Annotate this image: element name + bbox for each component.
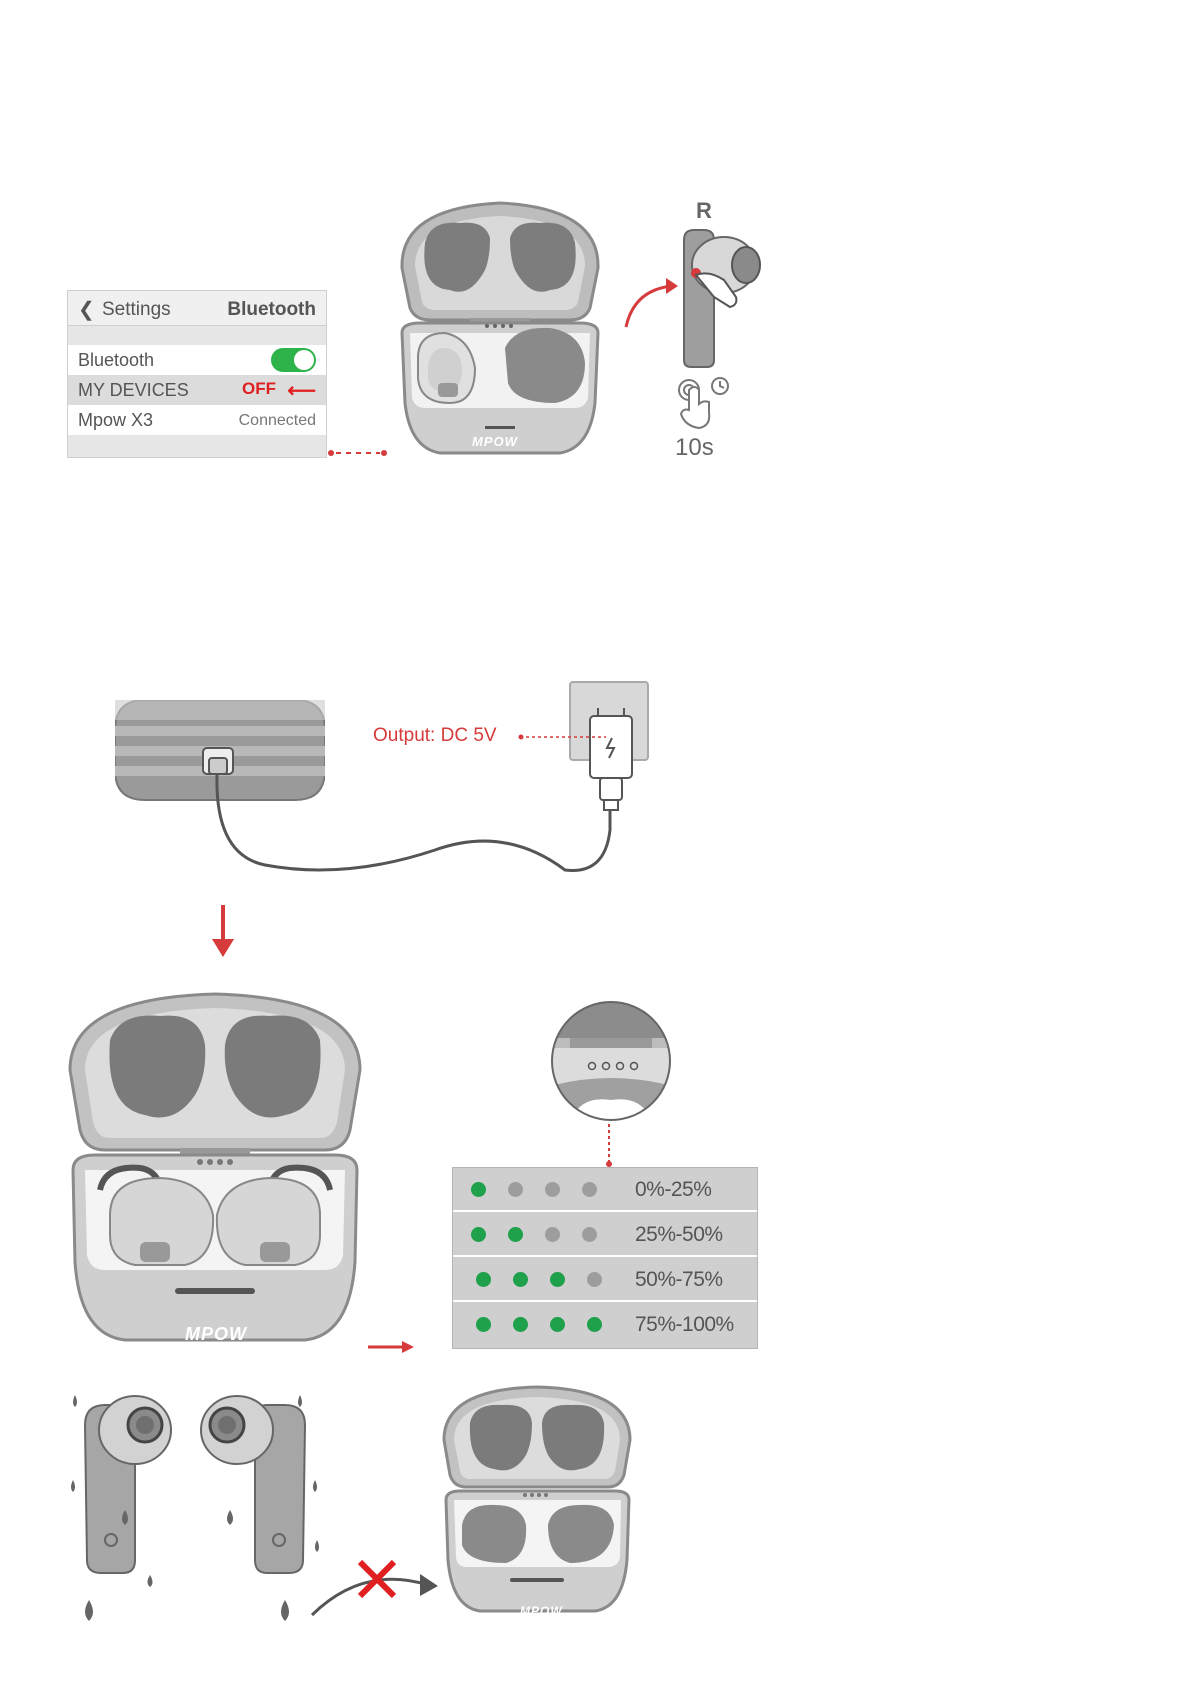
wall-adapter-illustration: [568, 680, 658, 830]
device-status: Connected: [239, 412, 316, 430]
bluetooth-settings-panel: ❮ Settings Bluetooth Bluetooth MY DEVICE…: [67, 290, 327, 458]
right-earbud-label: R: [696, 198, 712, 224]
bluetooth-toggle: [271, 348, 316, 372]
battery-range-label: 0%-25%: [635, 1178, 711, 1202]
my-devices-row: MY DEVICES OFF ⟵: [68, 375, 326, 405]
charger-output-label: Output: DC 5V: [373, 725, 497, 747]
wet-earbuds-illustration: [65, 1385, 325, 1625]
led-on-icon: [550, 1272, 565, 1287]
led-off-icon: [587, 1272, 602, 1287]
battery-row: 50%-75%: [453, 1258, 757, 1302]
battery-row: 75%-100%: [453, 1303, 757, 1347]
small-case-brand-logo: MPOW: [520, 1604, 563, 1618]
output-dotted-line: [518, 733, 610, 741]
hold-duration-label: 10s: [675, 434, 714, 462]
do-not-insert-icon: [308, 1550, 443, 1620]
led-zoom-circle: [550, 1000, 672, 1122]
device-row: Mpow X3 Connected: [68, 405, 326, 435]
battery-row: 0%-25%: [453, 1168, 757, 1212]
battery-range-label: 25%-50%: [635, 1223, 723, 1247]
bluetooth-row-label: Bluetooth: [78, 350, 154, 371]
battery-row: 25%-50%: [453, 1213, 757, 1257]
led-off-icon: [582, 1227, 597, 1242]
led-on-icon: [471, 1182, 486, 1197]
settings-back-label: Settings: [102, 299, 171, 321]
led-on-icon: [508, 1227, 523, 1242]
case-brand-logo: MPOW: [472, 434, 518, 449]
led-on-icon: [550, 1317, 565, 1332]
led-off-icon: [508, 1182, 523, 1197]
red-right-arrow-icon: [368, 1338, 416, 1356]
battery-range-label: 75%-100%: [635, 1313, 734, 1337]
large-case-brand-logo: MPOW: [185, 1324, 247, 1345]
led-off-icon: [545, 1182, 560, 1197]
battery-level-table: 0%-25% 25%-50% 50%-75% 75%-100%: [452, 1167, 758, 1349]
led-on-icon: [476, 1272, 491, 1287]
my-devices-label: MY DEVICES: [78, 380, 189, 401]
led-on-icon: [587, 1317, 602, 1332]
charging-cable: [205, 770, 625, 890]
bluetooth-page-title: Bluetooth: [227, 299, 316, 321]
back-chevron-icon: ❮: [78, 297, 95, 322]
red-down-arrow-icon: [210, 905, 236, 959]
led-off-icon: [582, 1182, 597, 1197]
open-case-illustration: [390, 198, 610, 460]
left-arrow-icon: ⟵: [287, 378, 316, 403]
led-off-icon: [545, 1227, 560, 1242]
dotted-connector: [328, 448, 388, 458]
led-on-icon: [513, 1317, 528, 1332]
large-open-case-illustration: [65, 990, 365, 1345]
zoom-dotted-connector: [604, 1122, 614, 1168]
bluetooth-toggle-row: Bluetooth: [68, 345, 326, 375]
right-earbud-press-illustration: [674, 225, 774, 375]
clock-icon: [710, 376, 730, 396]
device-name: Mpow X3: [78, 410, 153, 431]
off-instruction-label: OFF: [242, 379, 276, 399]
bluetooth-settings-header: ❮ Settings Bluetooth: [68, 291, 326, 326]
led-on-icon: [471, 1227, 486, 1242]
small-open-case-illustration: [440, 1385, 635, 1615]
red-curved-arrow-icon: [620, 272, 680, 332]
led-on-icon: [513, 1272, 528, 1287]
battery-range-label: 50%-75%: [635, 1268, 723, 1292]
led-on-icon: [476, 1317, 491, 1332]
